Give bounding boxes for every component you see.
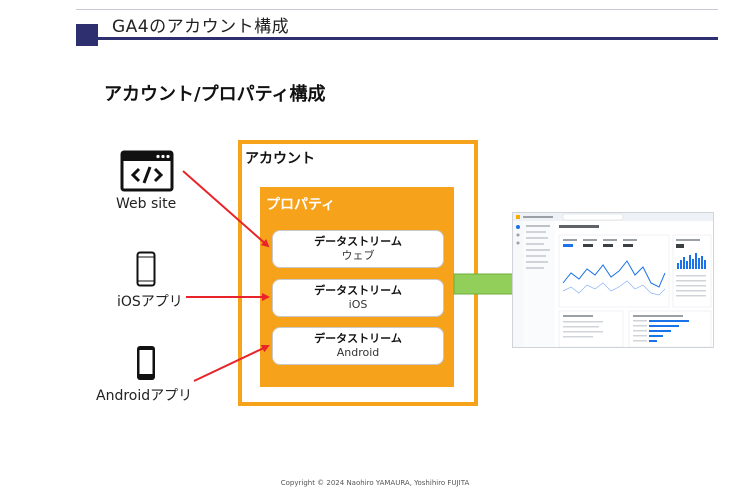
device-label-android: Androidアプリ bbox=[96, 388, 193, 404]
browser-code-icon bbox=[120, 150, 174, 192]
data-stream-sub: iOS bbox=[348, 298, 368, 311]
data-stream-sub: Android bbox=[336, 346, 380, 359]
data-stream-sub: ウェブ bbox=[341, 249, 375, 262]
smartphone-outline-icon bbox=[136, 251, 156, 287]
device-label-web: Web site bbox=[116, 196, 177, 212]
slide-subtitle: アカウント/プロパティ構成 bbox=[104, 84, 326, 105]
arrow-android-to-stream bbox=[193, 344, 270, 382]
copyright-footer: Copyright © 2024 Naohiro YAMAURA, Yoshih… bbox=[280, 479, 470, 487]
slide-title: GA4のアカウント構成 bbox=[112, 17, 290, 37]
data-stream-web: データストリーム ウェブ bbox=[272, 230, 444, 268]
data-stream-ios: データストリーム iOS bbox=[272, 279, 444, 317]
header-underline bbox=[98, 37, 718, 40]
account-label: アカウント bbox=[245, 151, 315, 167]
arrow-web-to-stream bbox=[182, 170, 270, 248]
data-stream-android: データストリーム Android bbox=[272, 327, 444, 365]
device-label-ios: iOSアプリ bbox=[117, 294, 183, 310]
data-stream-title: データストリーム bbox=[314, 235, 402, 248]
top-divider bbox=[76, 9, 718, 10]
data-stream-title: データストリーム bbox=[314, 332, 402, 345]
ga4-report-thumbnail bbox=[513, 213, 713, 347]
header-accent-square bbox=[76, 24, 98, 46]
property-label: プロパティ bbox=[266, 197, 336, 213]
data-stream-title: データストリーム bbox=[314, 284, 402, 297]
ga4-report-screenshot bbox=[512, 212, 714, 348]
smartphone-filled-icon bbox=[137, 346, 155, 380]
